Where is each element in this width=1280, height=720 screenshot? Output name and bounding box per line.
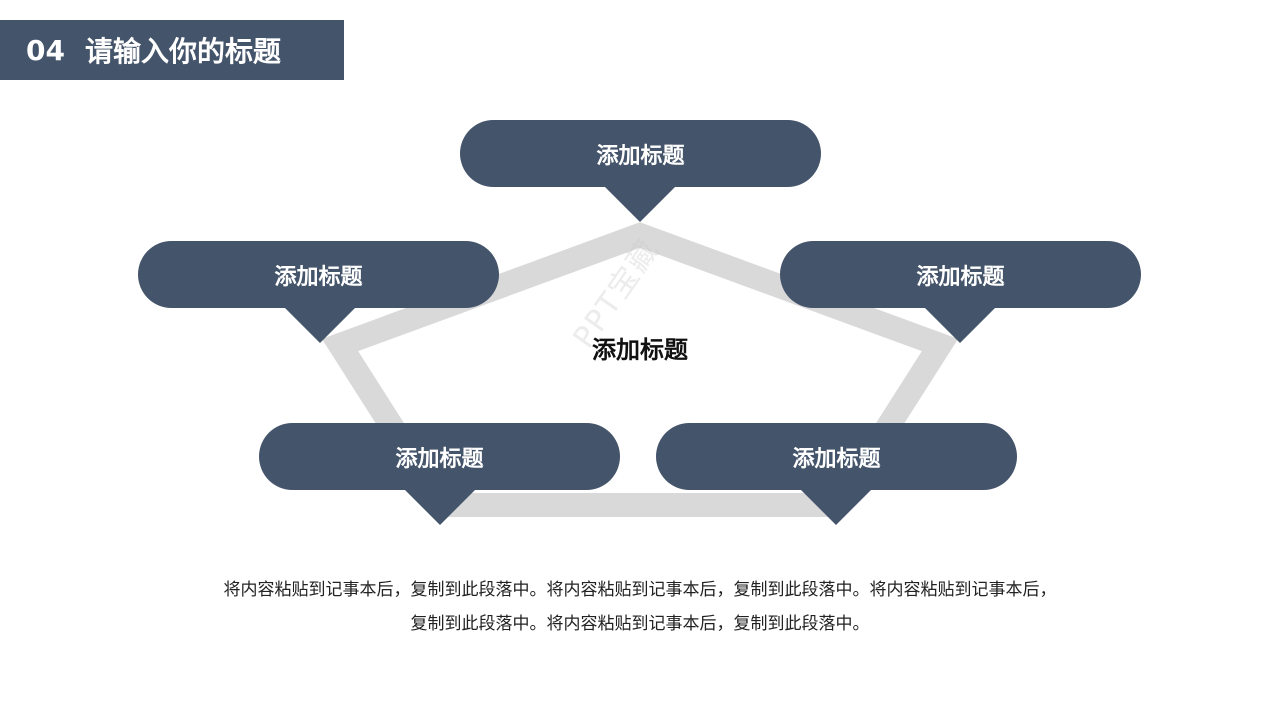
node-top-label: 添加标题 — [596, 143, 685, 169]
node-right[interactable]: 添加标题 — [780, 241, 1141, 308]
center-label: 添加标题 — [592, 336, 688, 364]
body-line-1: 将内容粘贴到记事本后，复制到此段落中。将内容粘贴到记事本后，复制到此段落中。将内… — [223, 580, 1057, 600]
node-bottom-left[interactable]: 添加标题 — [259, 423, 620, 490]
section-number: 04 — [26, 33, 65, 67]
body-line-2: 复制到此段落中。将内容粘贴到记事本后，复制到此段落中。 — [410, 614, 870, 634]
slide-title: 请输入你的标题 — [84, 35, 281, 68]
node-top-pointer — [604, 186, 676, 222]
node-left-pointer — [284, 307, 356, 343]
node-bottom-right-label: 添加标题 — [792, 446, 881, 472]
node-bottom-left-label: 添加标题 — [395, 446, 484, 472]
node-bottom-right-pointer — [800, 489, 872, 525]
node-right-label: 添加标题 — [916, 264, 1005, 290]
body-paragraph: 将内容粘贴到记事本后，复制到此段落中。将内容粘贴到记事本后，复制到此段落中。将内… — [170, 573, 1110, 641]
pentagon-shape — [321, 222, 959, 517]
node-right-pointer — [924, 307, 996, 343]
node-bottom-right[interactable]: 添加标题 — [656, 423, 1017, 490]
node-left[interactable]: 添加标题 — [138, 241, 499, 308]
node-top[interactable]: 添加标题 — [460, 120, 821, 187]
slide-header: 04 请输入你的标题 — [0, 20, 344, 80]
node-left-label: 添加标题 — [274, 264, 363, 290]
node-bottom-left-pointer — [404, 489, 476, 525]
